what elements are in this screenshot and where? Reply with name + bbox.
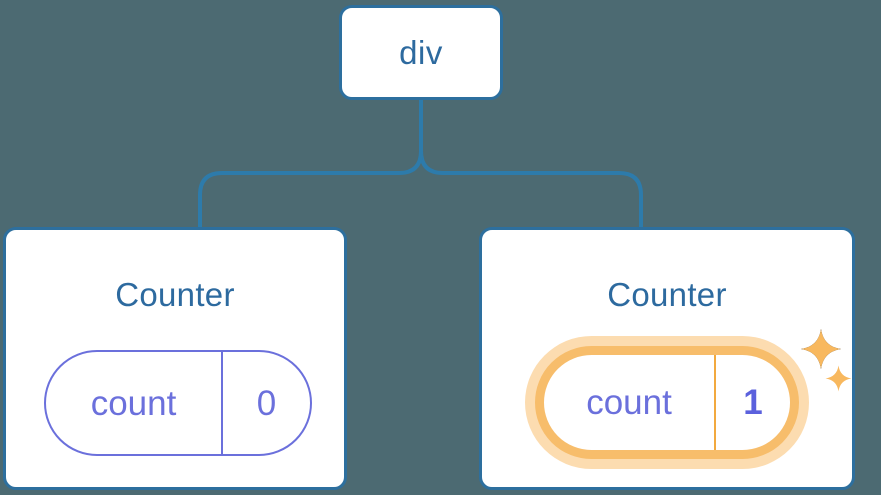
state-pill-right-value: 1 xyxy=(743,383,763,422)
state-pill-left-value: 0 xyxy=(256,383,277,423)
node-div[interactable]: div xyxy=(339,5,503,100)
node-counter-left-title: Counter xyxy=(115,276,235,313)
state-pill-count-right-highlight[interactable]: count 1 xyxy=(525,336,809,469)
sparkle-icon xyxy=(825,365,852,392)
state-pill-count-right[interactable]: count 1 xyxy=(535,346,799,459)
state-pill-left-key: count xyxy=(46,352,223,454)
node-counter-left[interactable]: Counter count 0 xyxy=(3,227,347,490)
state-pill-right-key: count xyxy=(544,355,716,450)
sparkle-icon xyxy=(800,328,842,370)
node-counter-right[interactable]: Counter count 1 xyxy=(479,227,855,490)
state-pill-count-left[interactable]: count 0 xyxy=(44,350,312,456)
node-counter-right-title: Counter xyxy=(607,276,727,313)
connector-left xyxy=(198,98,423,229)
connector-right xyxy=(419,98,643,229)
node-div-label: div xyxy=(399,34,443,71)
